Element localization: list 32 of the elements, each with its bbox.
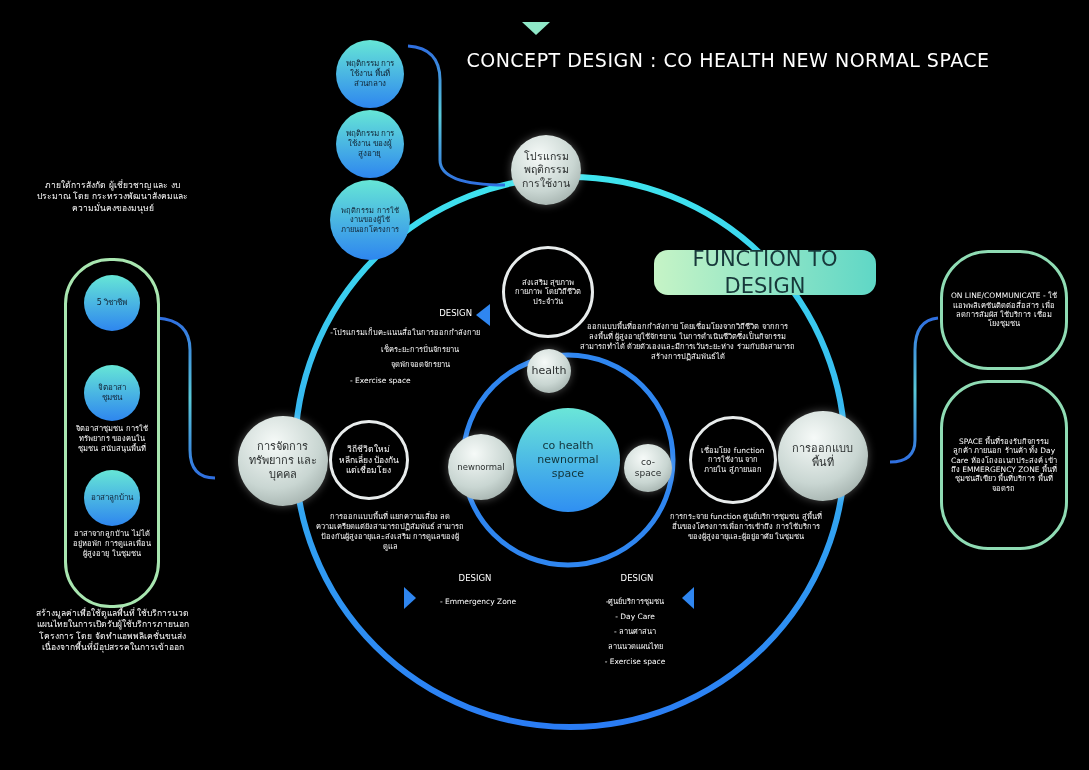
oval-panel bbox=[940, 250, 1068, 370]
node-text: จิตอาสาชุมชน bbox=[97, 383, 127, 403]
bubble-node bbox=[84, 470, 140, 526]
note-text: สร้างมูลค่าเพื่อใช้ดูแลพื้นที่ ใช้บริการนวดแผนไทยในการเปิดรับผู้ใช้บริการภายนอกโครงการ โดย จัดทำแอพพลิเคชั่นขนส่งเนื่องจากพื้นที่มีอุปสรรคในการเข้าออก bbox=[34, 608, 191, 654]
oval-panel bbox=[940, 380, 1068, 550]
section-heading: DESIGN bbox=[438, 308, 472, 320]
title: CONCEPT DESIGN : CO HEALTH NEW NORMAL SPACE bbox=[465, 48, 991, 73]
node-text: โปรแกรม พฤติกรรม การใช้งาน bbox=[521, 150, 571, 190]
heading-badge bbox=[654, 250, 876, 295]
node-text: co- space bbox=[633, 456, 663, 480]
node-text: newnormal bbox=[457, 461, 505, 473]
node-text: การจัดการ ทรัพยากร และบุคคล bbox=[247, 440, 319, 482]
sphere-node bbox=[511, 135, 581, 205]
bubble-node bbox=[84, 275, 140, 331]
node-text: พฤติกรรม การใช้งาน พื้นที่ส่วนกลาง bbox=[344, 59, 396, 89]
node-text: การออกแบบ พื้นที่ bbox=[791, 442, 855, 470]
heading-text: FUNCTION TO DESIGN bbox=[691, 246, 839, 299]
node-text: co health newnormal space bbox=[536, 439, 600, 481]
bubble-node bbox=[84, 365, 140, 421]
sphere-node bbox=[448, 434, 514, 500]
node-text: 5 วิชาชีพ bbox=[96, 298, 128, 308]
sphere-node bbox=[238, 416, 328, 506]
note-text: ภายใต้การสังกัด ผู้เชี่ยวชาญ และ งบประมาณ โดย กระทรวงพัฒนาสังคมและความมั่นคงของมนุษย์ bbox=[35, 180, 190, 215]
sphere-node bbox=[778, 411, 868, 501]
sphere-node bbox=[527, 349, 571, 393]
sphere-node bbox=[624, 444, 672, 492]
section-heading: DESIGN bbox=[619, 573, 655, 585]
section-heading: DESIGN bbox=[457, 573, 493, 585]
node-text: วิถีชีวิตใหม่ หลีกเลี่ยง ป้องกัน แต่เชื่อมโยง bbox=[338, 444, 400, 476]
node-text: พฤติกรรม การใช้งาน ของผู้สูงอายุ bbox=[344, 129, 396, 159]
node-text: health bbox=[531, 364, 567, 378]
node-text: อาสาลูกบ้าน bbox=[91, 493, 133, 503]
